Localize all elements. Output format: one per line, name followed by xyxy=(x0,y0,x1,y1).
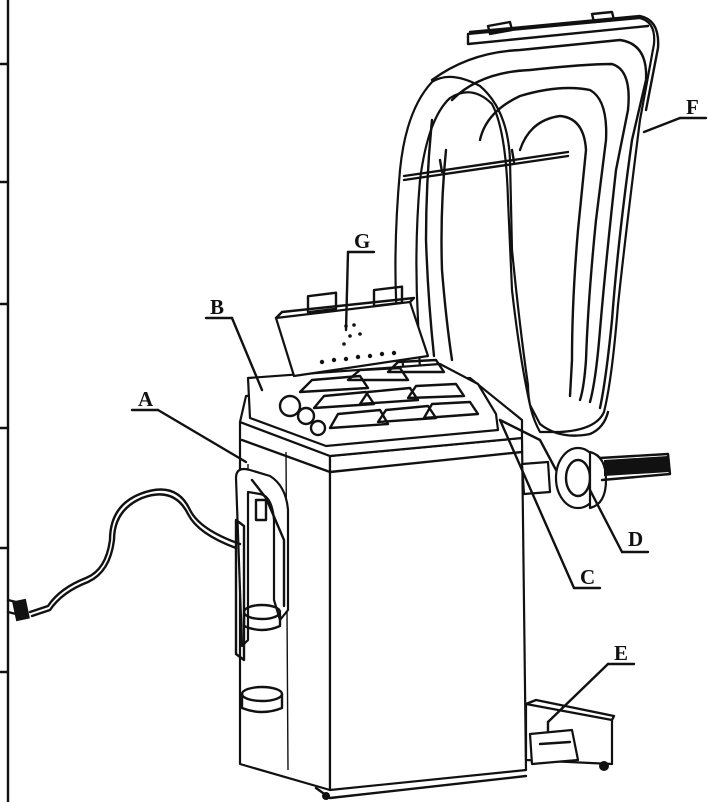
callout-B-label: B xyxy=(210,295,224,319)
callout-F-label: F xyxy=(686,95,699,119)
callout-A-label: A xyxy=(138,387,154,411)
callout-B: B xyxy=(204,295,264,392)
page-border xyxy=(0,0,10,802)
callout-C-label: C xyxy=(580,565,595,589)
callout-D-label: D xyxy=(628,527,643,551)
callout-D: D xyxy=(588,488,650,554)
callout-E-label: E xyxy=(614,641,628,665)
callout-C: C xyxy=(498,418,602,590)
callout-G-label: G xyxy=(354,229,370,253)
power-cable xyxy=(6,488,242,622)
callout-A: A xyxy=(130,387,248,464)
accessory-tray xyxy=(246,358,500,448)
side-weight-holder xyxy=(234,467,290,714)
callout-G: G xyxy=(344,229,376,332)
wheel-guard xyxy=(394,10,660,437)
shaft-assembly xyxy=(498,418,672,510)
callout-E: E xyxy=(546,641,636,724)
callout-F: F xyxy=(642,95,708,134)
foot-pedal-base xyxy=(524,698,616,771)
